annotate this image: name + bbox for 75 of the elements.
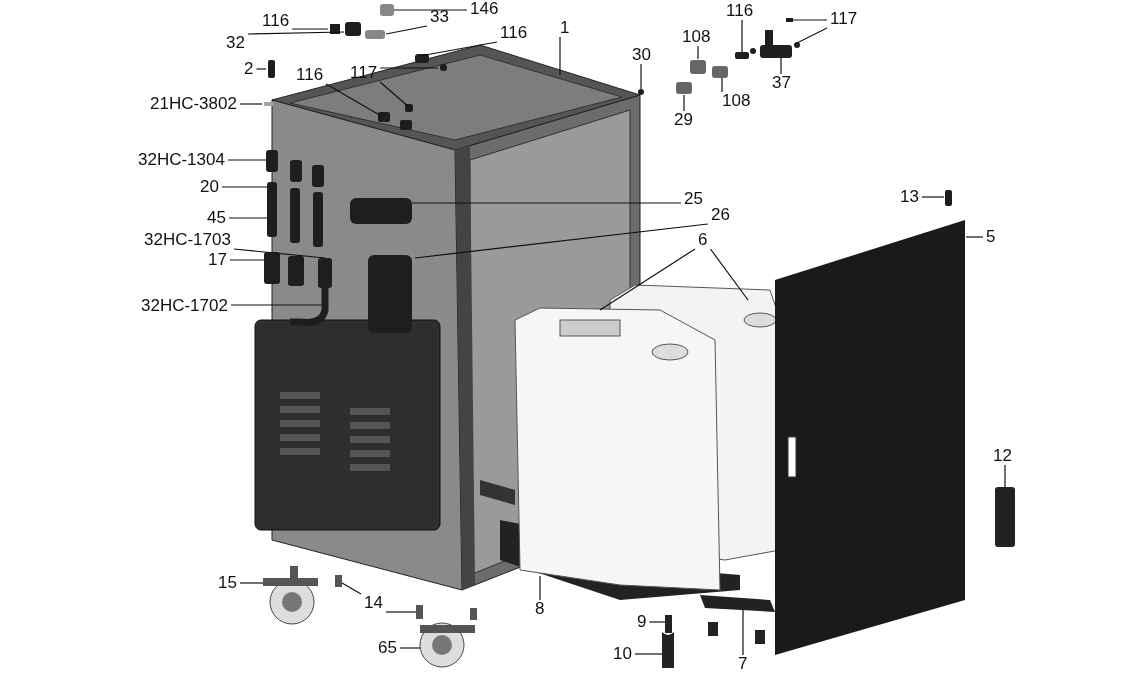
callout-number: 13 — [900, 188, 919, 206]
leader-line — [741, 19, 743, 53]
callout-number: 12 — [993, 447, 1012, 465]
callout-number: 146 — [470, 0, 499, 18]
callout-number: 45 — [207, 209, 226, 227]
callout-number: 32 — [226, 34, 245, 52]
leader-line — [227, 159, 267, 161]
leader-line — [539, 575, 541, 601]
callout-number: 15 — [218, 574, 237, 592]
callout-number: 33 — [430, 8, 449, 26]
callout-number: 37 — [772, 74, 791, 92]
callout-number: 8 — [535, 600, 545, 618]
leader-line — [411, 202, 682, 204]
callout-number: 25 — [684, 190, 703, 208]
leader-line — [399, 647, 421, 649]
leader-line — [709, 248, 749, 301]
callout-number: 108 — [722, 92, 751, 110]
callout-number: 30 — [632, 46, 651, 64]
leader-line — [229, 259, 265, 261]
callout-number: 32HC-1703 — [144, 231, 231, 249]
leader-line — [255, 68, 267, 70]
leader-line — [221, 186, 268, 188]
callout-number: 5 — [986, 228, 996, 246]
leader-line — [393, 9, 468, 11]
callout-number: 20 — [200, 178, 219, 196]
callout-number: 7 — [738, 655, 748, 673]
leader-line — [599, 248, 696, 311]
leader-line — [648, 621, 666, 623]
callout-number: 117 — [830, 10, 858, 28]
leader-line — [385, 25, 428, 35]
leader-line — [379, 67, 439, 69]
leader-line — [634, 653, 663, 655]
leader-line — [230, 304, 324, 306]
leader-line — [794, 27, 828, 45]
callout-number: 10 — [613, 645, 632, 663]
leader-line — [921, 196, 945, 198]
callout-number: 108 — [682, 28, 711, 46]
leader-line — [291, 28, 329, 30]
callout-number: 6 — [698, 231, 708, 249]
callout-number: 9 — [637, 613, 647, 631]
leader-line — [239, 103, 263, 105]
callout-number: 26 — [711, 206, 730, 224]
leader-line — [965, 236, 984, 238]
leader-line — [414, 223, 709, 259]
leader-line — [341, 582, 362, 595]
leader-line — [239, 582, 264, 584]
leader-line — [683, 94, 685, 112]
callout-number: 116 — [500, 24, 528, 42]
callout-number: 1 — [560, 19, 570, 37]
callout-number: 14 — [364, 594, 383, 612]
leader-line — [419, 41, 498, 57]
leader-line — [228, 217, 268, 219]
callout-number: 32HC-1702 — [141, 297, 228, 315]
callout-number: 2 — [244, 60, 254, 78]
leader-line — [742, 609, 744, 656]
leader-line — [785, 19, 828, 21]
callout-number: 116 — [262, 12, 290, 30]
leader-line — [247, 31, 345, 35]
callout-number: 32HC-1304 — [138, 151, 225, 169]
callout-number: 65 — [378, 639, 397, 657]
leader-line — [640, 63, 642, 90]
leader-line — [721, 77, 723, 93]
callout-number: 17 — [208, 251, 227, 269]
leader-line — [325, 83, 384, 118]
callout-number: 29 — [674, 111, 693, 129]
leader-line — [780, 57, 782, 75]
callout-number: 21HC-3802 — [150, 95, 237, 113]
callout-number: 116 — [296, 66, 324, 84]
leader-line — [379, 81, 411, 109]
leader-line — [559, 36, 561, 76]
leader-line — [1004, 464, 1006, 488]
leader-line — [233, 248, 326, 259]
leader-line — [697, 45, 699, 60]
leader-line — [385, 611, 417, 613]
callout-number: 116 — [726, 2, 754, 20]
